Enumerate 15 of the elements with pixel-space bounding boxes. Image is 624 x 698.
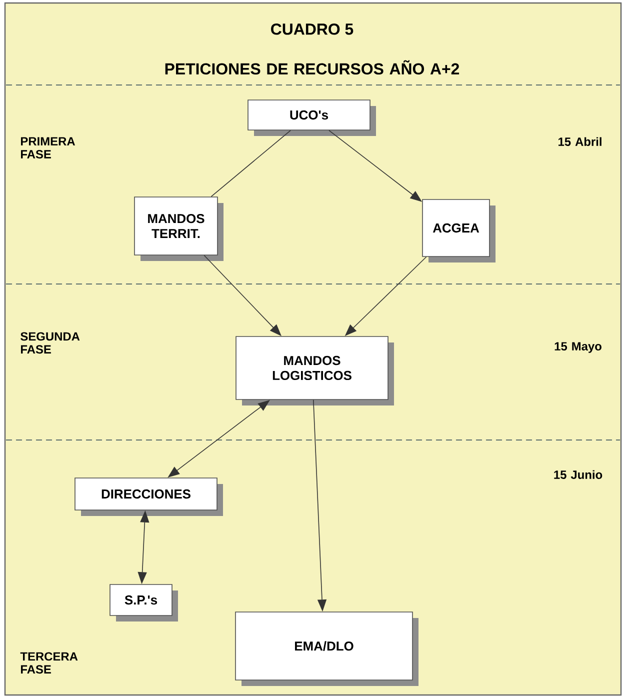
side-label: SEGUNDA FASE <box>20 332 80 354</box>
title: CUADRO 5 <box>271 24 354 35</box>
subtitle: PETICIONES DE RECURSOS AÑO A+2 <box>165 60 460 75</box>
side-label: PRIMERA FASE <box>21 137 75 158</box>
process-box: UCO's <box>248 100 376 136</box>
process-box: ACGEA <box>422 199 496 262</box>
process-box: S.P.'s <box>110 584 178 622</box>
side-label: 15 Abril <box>558 137 602 146</box>
process-box: MANDOS LOGISTICOS <box>236 336 394 406</box>
side-label: TERCERA FASE <box>20 652 78 674</box>
side-label: 15 Mayo <box>554 342 602 353</box>
process-box: MANDOS TERRIT. <box>134 196 224 261</box>
process-box: DIRECCIONES <box>74 478 223 516</box>
process-box: EMA/DLO <box>235 612 418 686</box>
side-label: 15 Junio <box>554 470 602 479</box>
